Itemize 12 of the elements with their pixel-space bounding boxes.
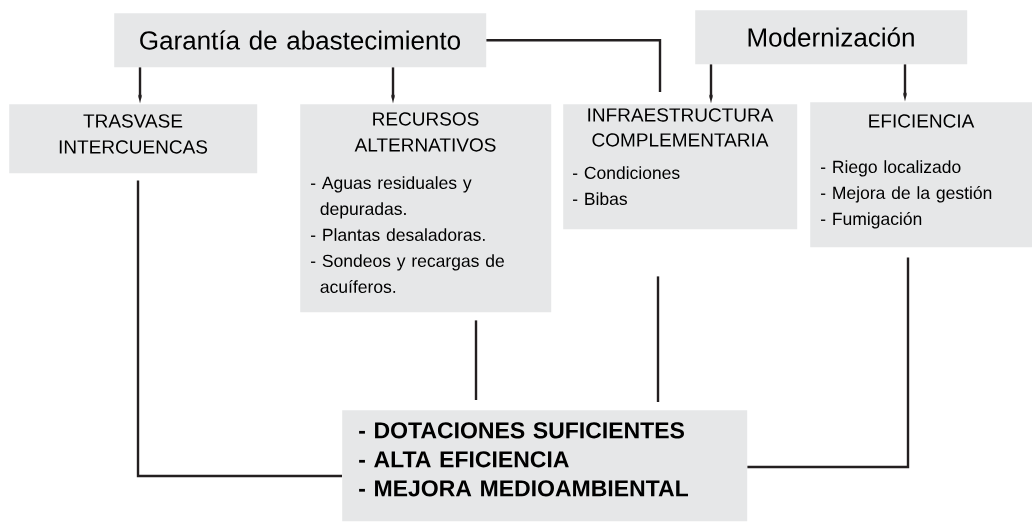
connector-line <box>474 320 478 400</box>
connector-line <box>747 257 910 469</box>
connector-line <box>136 180 342 478</box>
process-box: Modernización <box>695 10 968 65</box>
process-box: EFICIENCIA - Riego localizado - Mejora de la gestión - Fumigación <box>810 102 1032 248</box>
process-box: RECURSOS ALTERNATIVOS - Aguas residuales y depuradas. - Plantas desaladoras. - Sondeos y recargas de acuíferos. <box>300 104 552 313</box>
process-box: INFRAESTRUCTURA COMPLEMENTARIA - Condiciones - Bibas <box>563 104 798 230</box>
process-box: - DOTACIONES SUFICIENTES - ALTA EFICIENCIA - MEJORA MEDIOAMBIENTAL <box>342 410 748 522</box>
connector-line <box>486 39 662 92</box>
process-box: Garantía de abastecimiento <box>114 13 487 68</box>
connector-line <box>656 276 660 402</box>
process-box: TRASVASE INTERCUENCAS <box>9 104 258 174</box>
